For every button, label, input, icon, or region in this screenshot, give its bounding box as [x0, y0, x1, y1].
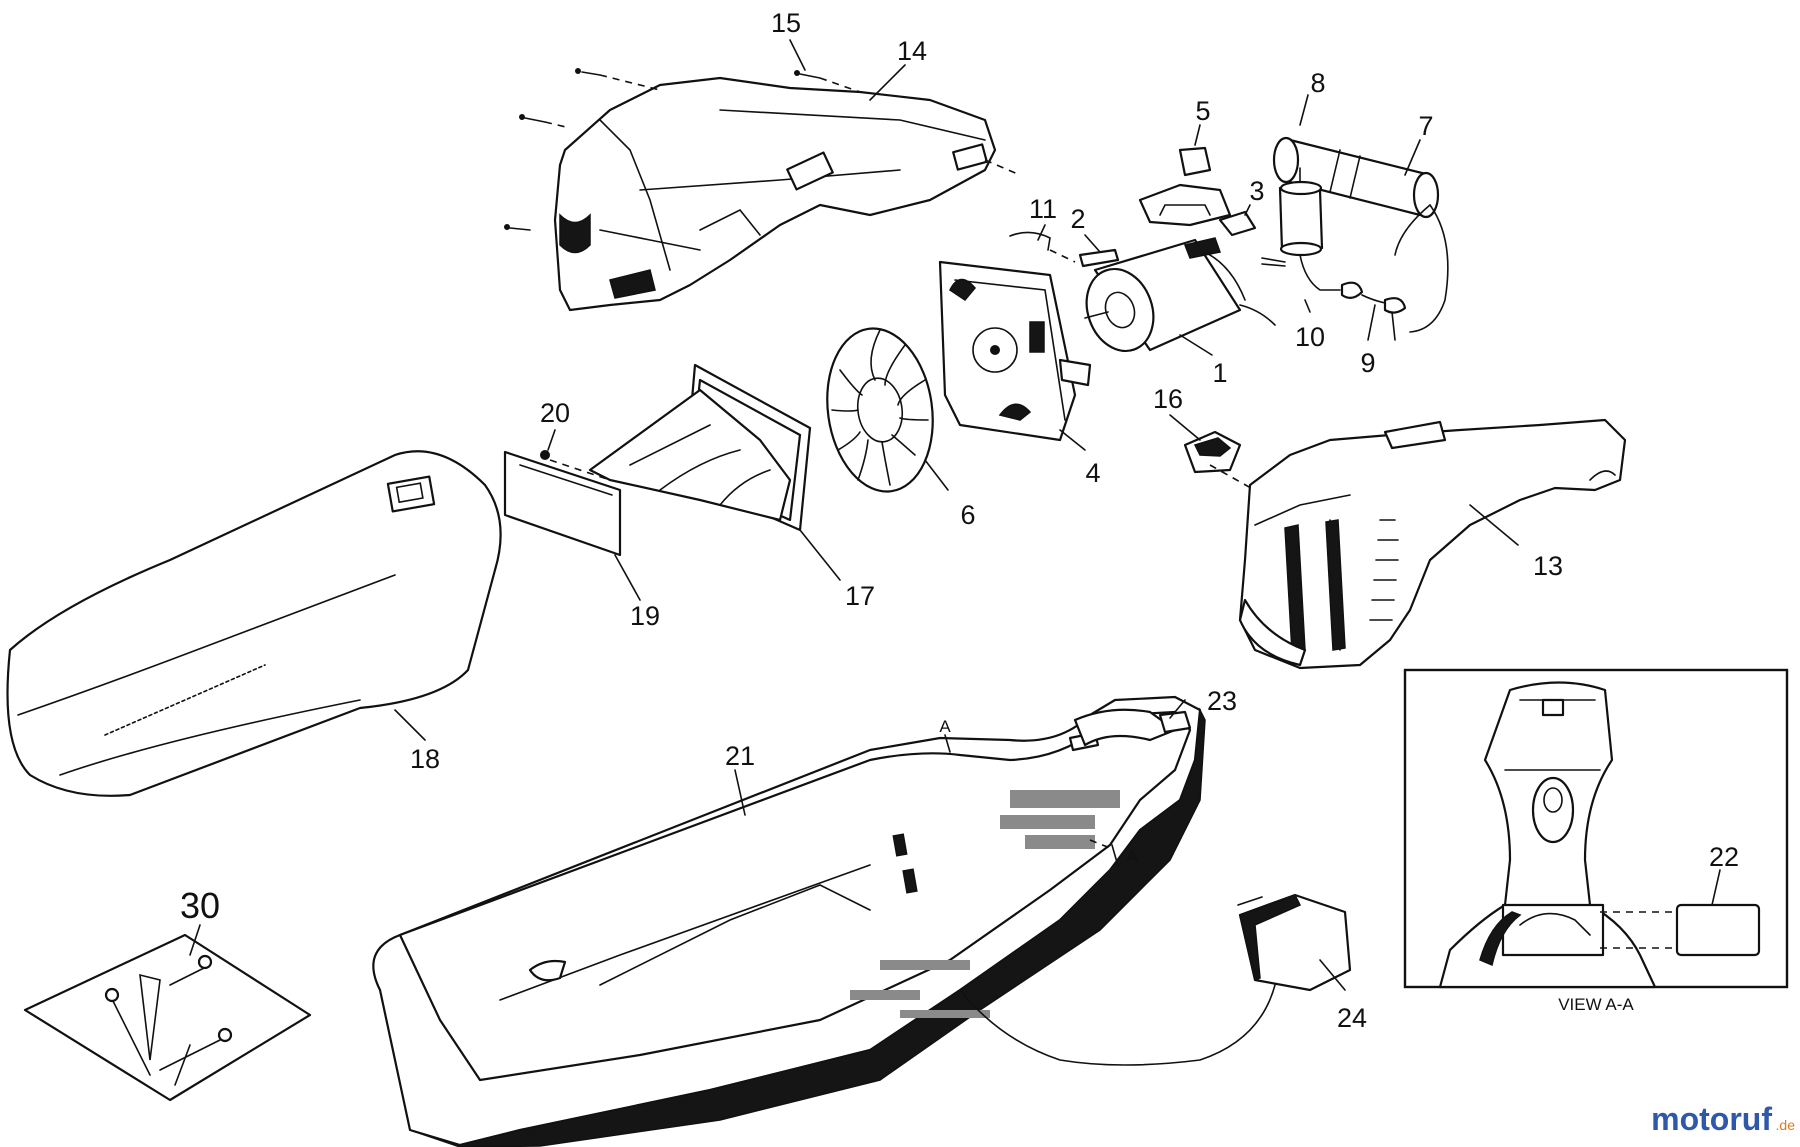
watermark-suffix: .de: [1776, 1117, 1796, 1133]
part-label-23: 23: [1207, 686, 1237, 716]
part-label-13: 13: [1533, 551, 1563, 581]
part-label-21: 21: [725, 741, 755, 771]
part-label-20: 20: [540, 398, 570, 428]
view-a-a-inset: [1403, 668, 1789, 989]
part-label-18: 18: [410, 744, 440, 774]
brush-part-2: [1078, 248, 1120, 268]
contact-part-11: [1009, 231, 1051, 251]
hardware-bag-part-30: [23, 933, 312, 1102]
plate-part-19: [503, 450, 622, 557]
switch-part-5: [1138, 146, 1232, 227]
plug-charger-part-24: [959, 893, 1352, 1066]
part-label-2: 2: [1070, 204, 1085, 234]
battery-icon: [1272, 136, 1440, 257]
lower-housing-part-13: [1238, 418, 1627, 670]
screw-icon: [504, 68, 821, 231]
part-label-19: 19: [630, 601, 660, 631]
upper-housing-part-14: [553, 76, 997, 312]
part-label-16: 16: [1153, 384, 1183, 414]
part-label-30: 30: [180, 885, 220, 926]
part-label-24: 24: [1337, 1003, 1367, 1033]
screw-part-20: [540, 450, 550, 460]
view-a-a-caption: VIEW A-A: [1558, 995, 1634, 1014]
part-label-11: 11: [1029, 194, 1057, 224]
part-label-6: 6: [960, 500, 975, 530]
part-label-14: 14: [897, 36, 927, 66]
wire-lead-part-10: [1299, 254, 1341, 291]
switch-contact-part-3: [1218, 210, 1257, 237]
label-part-22: [1675, 903, 1761, 957]
motor-icon: [1084, 237, 1276, 353]
part-label-15: 15: [771, 8, 801, 38]
section-marker-a-top: A: [939, 717, 951, 736]
section-marker-a-bottom: A: [1126, 847, 1138, 866]
part-label-1: 1: [1212, 358, 1227, 388]
leader-lines: [189, 39, 1721, 991]
watermark-logo: motoruf .de: [1651, 1101, 1795, 1137]
filter-part-17: [588, 363, 812, 532]
part-label-7: 7: [1418, 111, 1433, 141]
part-label-5: 5: [1195, 96, 1210, 126]
fan-icon: [826, 327, 934, 493]
terminal-part-9: [1340, 281, 1407, 314]
part-label-22: 22: [1709, 842, 1739, 872]
part-label-9: 9: [1360, 348, 1375, 378]
part-label-10: 10: [1295, 322, 1325, 352]
motor-mount-part-4: [938, 260, 1092, 442]
part-label-4: 4: [1085, 458, 1100, 488]
part-label-17: 17: [845, 581, 875, 611]
part-labels: 15 14 5 8 7 3 2 11 1 10 9 16 20 4 6 13 1…: [180, 8, 1739, 1033]
charger-icon: [372, 695, 1206, 1147]
wire: [1409, 204, 1449, 333]
watermark-name: motoruf: [1651, 1101, 1772, 1137]
part-label-3: 3: [1249, 176, 1264, 206]
dust-bowl-part-18: [6, 450, 502, 797]
part-label-8: 8: [1310, 68, 1325, 98]
spring: [1261, 257, 1286, 267]
switch-button-part-16: [1183, 430, 1242, 474]
